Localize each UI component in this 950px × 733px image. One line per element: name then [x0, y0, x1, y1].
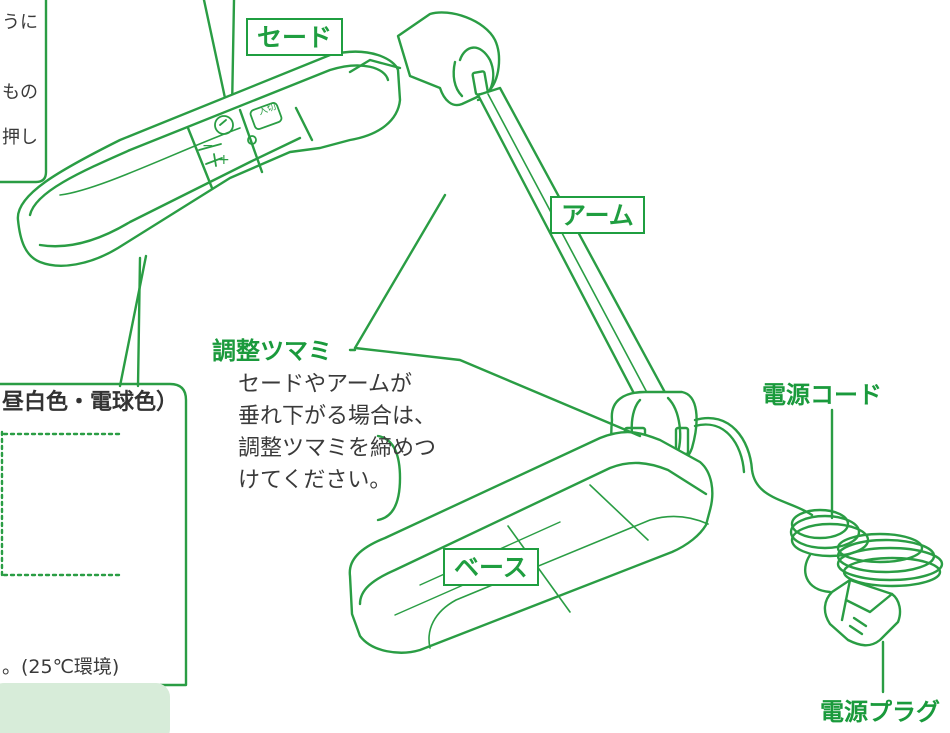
bottom-left-shaded-bar: [0, 683, 170, 733]
shade: [16, 50, 402, 267]
power-plug-label: 電源プラグ: [820, 698, 940, 726]
power-cord: [693, 417, 814, 517]
bottom-left-info-box: [0, 382, 188, 687]
leader-knob-to-joint: [353, 346, 642, 438]
base-label: ベース: [443, 548, 539, 586]
knob-note-line-3: 調整ツマミを締めつ: [238, 436, 437, 461]
leader-top-2: [230, 0, 236, 112]
shade-label: セード: [246, 18, 344, 56]
leader-top-1: [202, 0, 230, 114]
left-fragment-1: うに: [2, 12, 38, 33]
shade-joint: [396, 11, 501, 107]
knob-label: 調整ツマミ: [212, 337, 332, 365]
temp-note: 。(25℃環境): [2, 656, 120, 678]
knob-note-line-1: セードやアームが: [238, 372, 413, 397]
leader-knob-to-arm: [353, 193, 447, 350]
leader-shade-bottom-1: [118, 254, 148, 388]
top-left-note-box: [0, 0, 48, 184]
left-fragment-3: 押し: [2, 127, 38, 148]
leader-shade-bottom-2: [136, 256, 142, 388]
plus-button-label: +: [218, 152, 230, 168]
color-heading: 昼白色・電球色）: [2, 390, 179, 415]
left-fragment-2: もの: [2, 82, 38, 103]
base: [348, 430, 714, 654]
knob-note-line-2: 垂れ下がる場合は、: [238, 404, 437, 429]
knob-note-line-4: けてください。: [238, 468, 392, 493]
arm: [476, 86, 670, 407]
power-cord-label: 電源コード: [762, 381, 882, 409]
arm-label: アーム: [550, 196, 645, 234]
rounded-bracket: [376, 434, 402, 522]
shade-buttons: [198, 102, 283, 167]
cord-coil: [789, 508, 944, 594]
power-plug: [823, 578, 902, 647]
minus-button-label: −: [202, 138, 214, 154]
